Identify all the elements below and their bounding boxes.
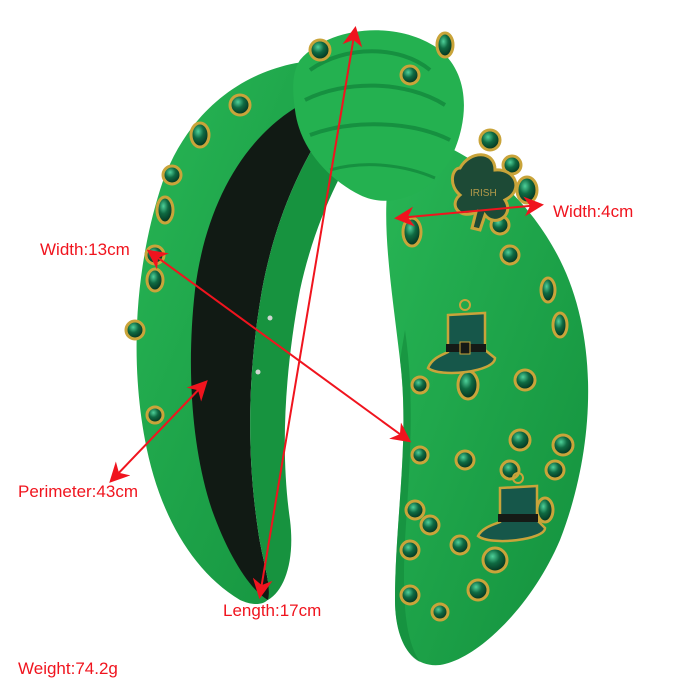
perimeter-label: Perimeter:43cm: [18, 482, 138, 501]
length-arrow: [252, 26, 363, 599]
measurement-arrows: [109, 26, 544, 599]
width-band-label: Width:4cm: [553, 202, 634, 221]
charm-text: IRISH: [470, 188, 497, 199]
weight-label: Weight:74.2g: [18, 659, 118, 678]
top-hat-charm-1: [426, 299, 497, 375]
width-overall-label: Width:13cm: [40, 240, 130, 259]
length-label: Length:17cm: [223, 601, 322, 620]
perimeter-arrow: [109, 380, 208, 483]
top-hat-charm-2: [476, 472, 547, 543]
width-band-arrow: [394, 196, 544, 227]
